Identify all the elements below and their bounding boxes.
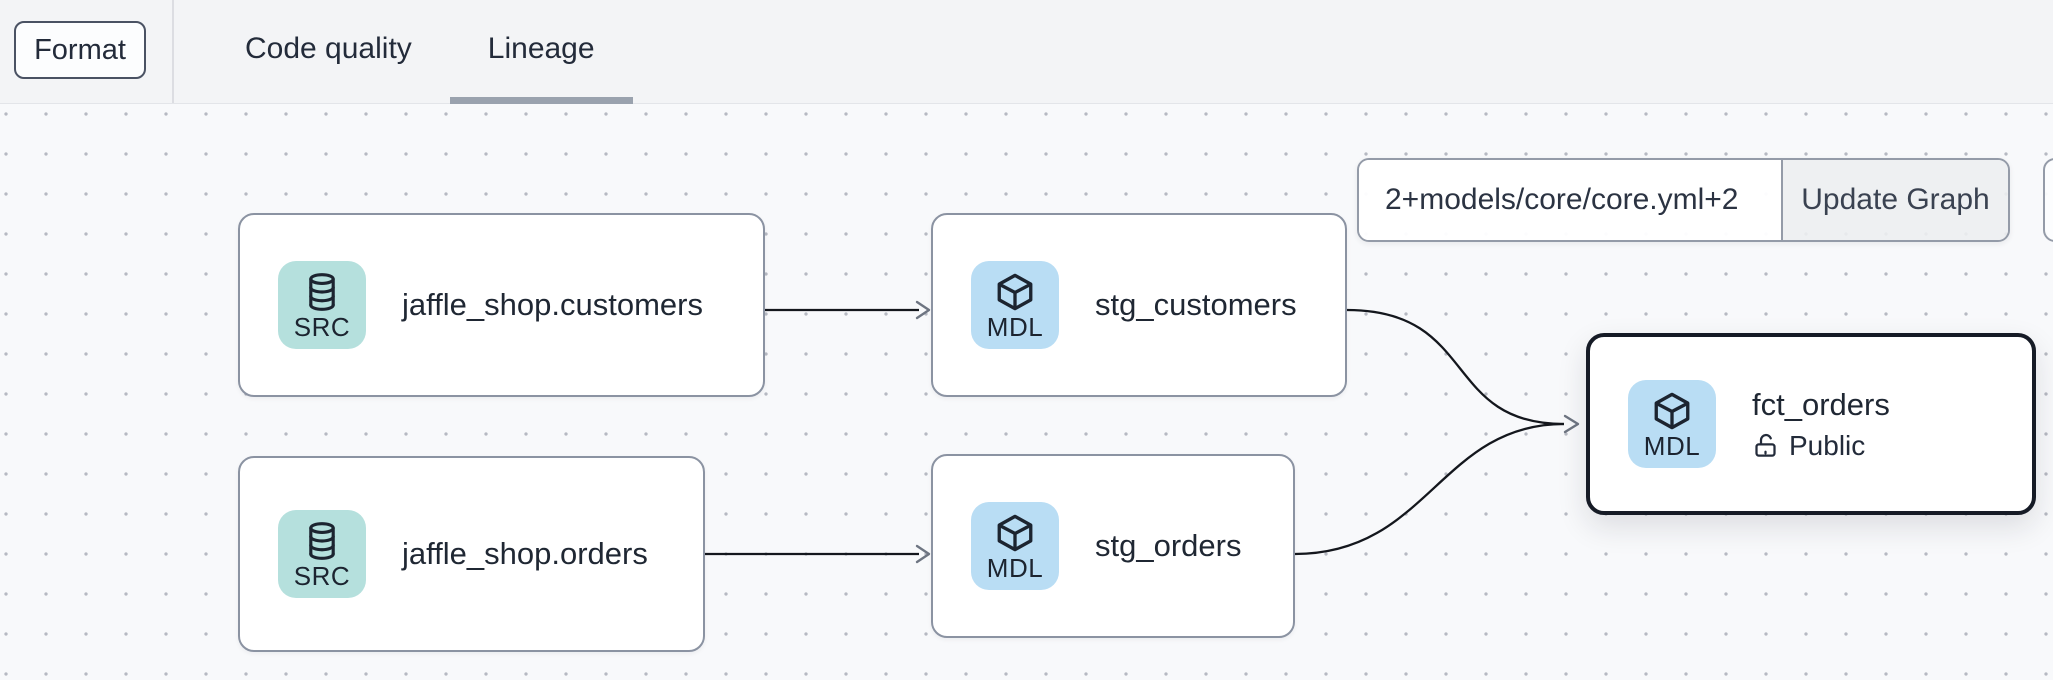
badge-label: SRC <box>293 311 351 342</box>
node-text: fct_orders Public <box>1752 387 1890 462</box>
node-title: jaffle_shop.orders <box>402 536 648 571</box>
access-row: Public <box>1752 430 1890 462</box>
cube-icon <box>997 514 1033 551</box>
arrowhead-icon <box>915 300 931 320</box>
arrowhead-icon <box>1563 414 1580 434</box>
badge-label: MDL <box>986 311 1044 342</box>
arrowhead-icon <box>915 544 931 564</box>
lineage-canvas[interactable]: SRC jaffle_shop.customers MDL stg_custom… <box>0 104 2053 680</box>
node-title: fct_orders <box>1752 386 1890 422</box>
cube-icon <box>1654 392 1690 429</box>
database-icon <box>309 521 335 560</box>
edge-stg-orders-to-fct-orders <box>1294 422 1565 556</box>
node-title: stg_customers <box>1095 287 1297 322</box>
format-button[interactable]: Format <box>14 21 146 79</box>
cube-icon <box>997 273 1033 310</box>
model-badge: MDL <box>971 502 1059 590</box>
unlock-icon <box>1755 433 1776 457</box>
partial-button-cutoff[interactable] <box>2043 158 2053 242</box>
badge-label: MDL <box>1643 430 1701 461</box>
edge-stg-customers-to-fct-orders <box>1346 308 1565 426</box>
toolbar-divider <box>172 0 174 103</box>
lineage-node-jaffle-shop-customers[interactable]: SRC jaffle_shop.customers <box>238 213 765 397</box>
node-title: jaffle_shop.customers <box>402 287 703 322</box>
lineage-selector-group: Update Graph <box>1357 158 2010 242</box>
tab-lineage[interactable]: Lineage <box>449 0 633 104</box>
source-badge: SRC <box>278 261 366 349</box>
tab-bar: Code quality Lineage <box>207 0 633 104</box>
access-label: Public <box>1789 429 1866 461</box>
lineage-node-jaffle-shop-orders[interactable]: SRC jaffle_shop.orders <box>238 456 705 652</box>
tab-code-quality[interactable]: Code quality <box>245 31 412 65</box>
model-badge: MDL <box>1628 380 1716 468</box>
update-graph-button[interactable]: Update Graph <box>1781 160 2008 240</box>
source-badge: SRC <box>278 510 366 598</box>
badge-label: SRC <box>293 560 351 591</box>
database-icon <box>309 272 335 311</box>
lineage-selector-input[interactable] <box>1359 160 1781 240</box>
node-title: stg_orders <box>1095 528 1242 563</box>
lineage-node-stg-orders[interactable]: MDL stg_orders <box>931 454 1295 638</box>
lineage-node-fct-orders[interactable]: MDL fct_orders Public <box>1586 333 2036 515</box>
editor-toolbar: Format Code quality Lineage <box>0 0 2053 104</box>
badge-label: MDL <box>986 552 1044 583</box>
model-badge: MDL <box>971 261 1059 349</box>
lineage-node-stg-customers[interactable]: MDL stg_customers <box>931 213 1347 397</box>
